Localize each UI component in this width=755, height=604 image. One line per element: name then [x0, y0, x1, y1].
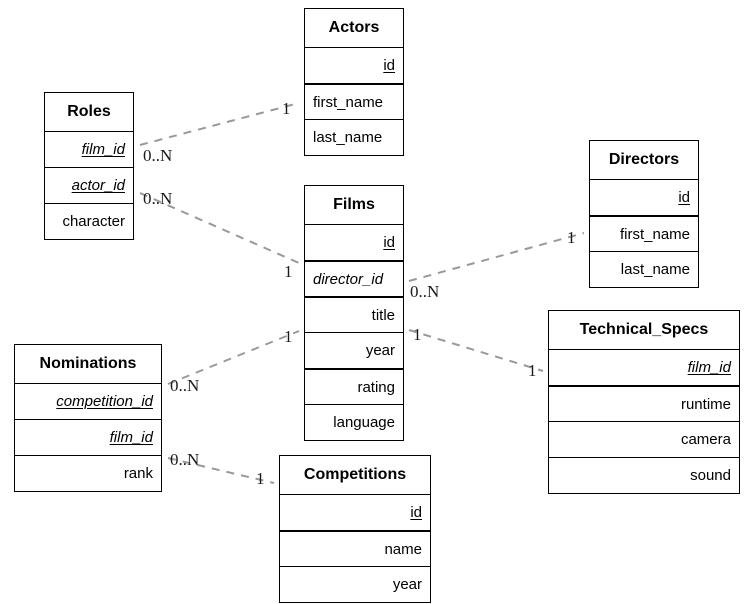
field-label: language [333, 414, 395, 431]
field-label: id [678, 189, 690, 206]
entity-field-technical_specs-film_id[interactable]: film_id [549, 349, 739, 385]
cardinality-nominations-films-from: 0..N [170, 376, 200, 395]
entity-title-competitions: Competitions [303, 466, 407, 483]
field-label: last_name [313, 129, 383, 146]
entity-field-roles-film_id[interactable]: film_id [45, 131, 133, 167]
field-label: camera [680, 431, 731, 448]
entity-roles[interactable]: Roles film_id actor_id character [44, 92, 134, 240]
field-label: rank [123, 465, 153, 482]
entity-field-nominations-film_id[interactable]: film_id [15, 419, 161, 455]
entity-field-films-director_id[interactable]: director_id [305, 260, 403, 296]
entity-field-roles-character[interactable]: character [45, 203, 133, 239]
field-label: year [392, 576, 422, 593]
field-label: last_name [620, 261, 690, 278]
entity-title-roles: Roles [67, 103, 111, 120]
entity-field-actors-id[interactable]: id [305, 47, 403, 83]
cardinality-films-directors-from: 0..N [410, 282, 440, 301]
entity-field-directors-first_name[interactable]: first_name [590, 215, 698, 251]
relationship-line-films-technical_specs [408, 329, 544, 372]
field-label: film_id [109, 429, 153, 446]
entity-title-directors: Directors [608, 151, 680, 168]
field-label: id [383, 57, 395, 74]
entity-field-competitions-name[interactable]: name [280, 530, 430, 566]
entity-field-competitions-year[interactable]: year [280, 566, 430, 602]
entity-field-technical_specs-sound[interactable]: sound [549, 457, 739, 493]
entity-competitions[interactable]: Competitions id name year [279, 455, 431, 603]
cardinality-roles-films-from: 0..N [143, 189, 173, 208]
cardinality-roles-actors-to: 1 [282, 99, 291, 118]
entity-actors[interactable]: Actors id first_name last_name [304, 8, 404, 156]
cardinality-films-technical_specs-to: 1 [528, 361, 537, 380]
entity-field-films-id[interactable]: id [305, 224, 403, 260]
field-label: id [410, 504, 422, 521]
entity-field-films-year[interactable]: year [305, 332, 403, 368]
field-label: id [383, 234, 395, 251]
field-label: film_id [81, 141, 125, 158]
entity-field-directors-last_name[interactable]: last_name [590, 251, 698, 287]
entity-field-films-title[interactable]: title [305, 296, 403, 332]
entity-field-films-rating[interactable]: rating [305, 368, 403, 404]
cardinality-films-technical_specs-from: 1 [413, 325, 422, 344]
entity-field-technical_specs-runtime[interactable]: runtime [549, 385, 739, 421]
field-label: character [62, 213, 125, 230]
entity-field-nominations-competition_id[interactable]: competition_id [15, 383, 161, 419]
cardinality-nominations-competitions-to: 1 [256, 469, 265, 488]
field-label: director_id [313, 270, 384, 288]
cardinality-nominations-films-to: 1 [284, 327, 293, 346]
entity-field-actors-last_name[interactable]: last_name [305, 119, 403, 155]
entity-field-directors-id[interactable]: id [590, 179, 698, 215]
entity-title-nominations: Nominations [39, 355, 137, 372]
field-label: title [371, 306, 395, 324]
field-label: actor_id [71, 177, 125, 194]
cardinality-roles-actors-from: 0..N [143, 146, 173, 165]
entity-field-nominations-rank[interactable]: rank [15, 455, 161, 491]
cardinality-nominations-competitions-from: 0..N [170, 450, 200, 469]
cardinality-roles-films-to: 1 [284, 262, 293, 281]
entity-field-technical_specs-camera[interactable]: camera [549, 421, 739, 457]
entity-field-actors-first_name[interactable]: first_name [305, 83, 403, 119]
cardinality-films-directors-to: 1 [567, 228, 576, 247]
relationship-line-films-directors [408, 232, 585, 282]
field-label: runtime [680, 395, 731, 413]
entity-field-competitions-id[interactable]: id [280, 494, 430, 530]
relationship-line-roles-actors [139, 102, 300, 146]
field-label: first_name [619, 225, 690, 243]
entity-field-films-language[interactable]: language [305, 404, 403, 440]
entity-title-films: Films [333, 196, 375, 213]
field-label: rating [357, 378, 395, 396]
field-label: first_name [313, 93, 384, 111]
field-label: name [384, 540, 422, 558]
field-label: sound [690, 467, 731, 484]
field-label: year [365, 342, 395, 359]
entity-directors[interactable]: Directors id first_name last_name [589, 140, 699, 288]
entity-field-roles-actor_id[interactable]: actor_id [45, 167, 133, 203]
entity-title-technical_specs: Technical_Specs [579, 321, 709, 338]
entity-title-actors: Actors [328, 19, 380, 36]
field-label: competition_id [56, 393, 153, 410]
field-label: film_id [687, 359, 731, 376]
